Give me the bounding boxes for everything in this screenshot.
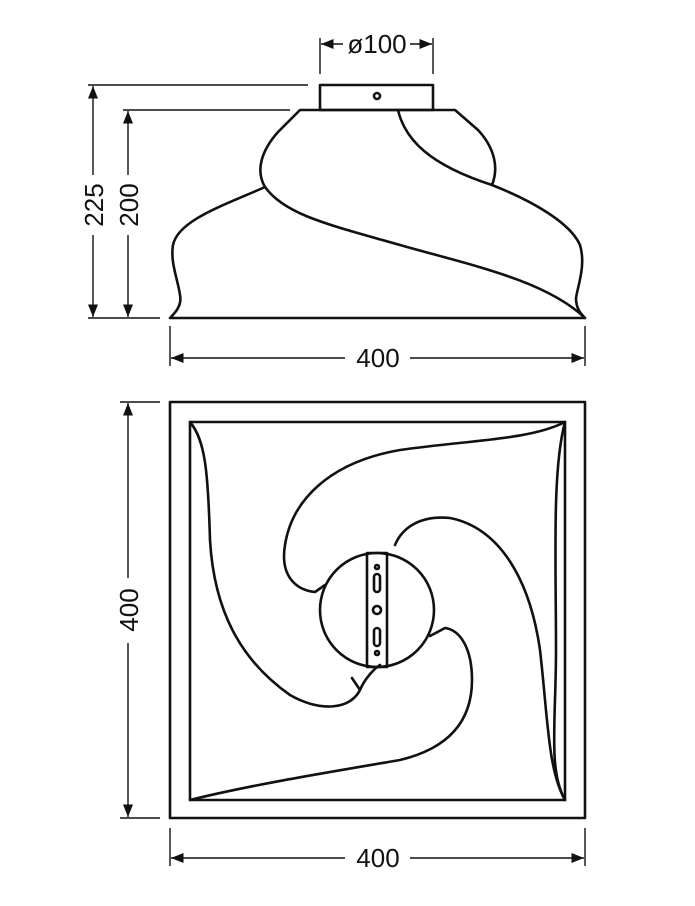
dimension-top-width: 400 <box>169 828 586 873</box>
dimension-total-height: 225 <box>79 84 308 319</box>
mounting-plate <box>365 551 389 669</box>
blade-upper-right <box>393 516 567 802</box>
dimension-diameter: ø100 <box>319 29 434 74</box>
side-width-label: 400 <box>356 343 399 373</box>
shade-height-label: 200 <box>114 183 144 226</box>
dimension-shade-height: 200 <box>114 109 290 317</box>
plate-hole-bottom <box>373 649 381 657</box>
outer-square <box>168 400 587 820</box>
plate-slot-top <box>372 572 382 594</box>
top-depth-label: 400 <box>114 588 144 631</box>
shade-outline <box>168 108 587 320</box>
plate-slot-bottom <box>372 626 382 648</box>
blade-right <box>552 420 567 802</box>
blade-top <box>282 420 567 594</box>
diameter-label: ø100 <box>347 29 406 59</box>
shade-swirl-line <box>263 185 587 320</box>
ceiling-mount <box>318 83 435 112</box>
top-width-label: 400 <box>356 843 399 873</box>
blade-left <box>188 420 362 708</box>
blade-bottom <box>188 626 474 802</box>
total-height-label: 225 <box>79 183 109 226</box>
mount-screw-hole <box>372 91 382 101</box>
dimension-top-depth: 400 <box>114 401 160 819</box>
shade-swirl-inner <box>396 108 494 187</box>
plate-hole-top <box>373 563 381 571</box>
top-view <box>168 400 587 820</box>
inner-square <box>188 420 567 802</box>
side-view <box>168 83 587 320</box>
blade-lower-left-tip <box>358 663 382 692</box>
plate-center-hole <box>371 604 383 616</box>
dimension-side-width: 400 <box>169 326 586 373</box>
